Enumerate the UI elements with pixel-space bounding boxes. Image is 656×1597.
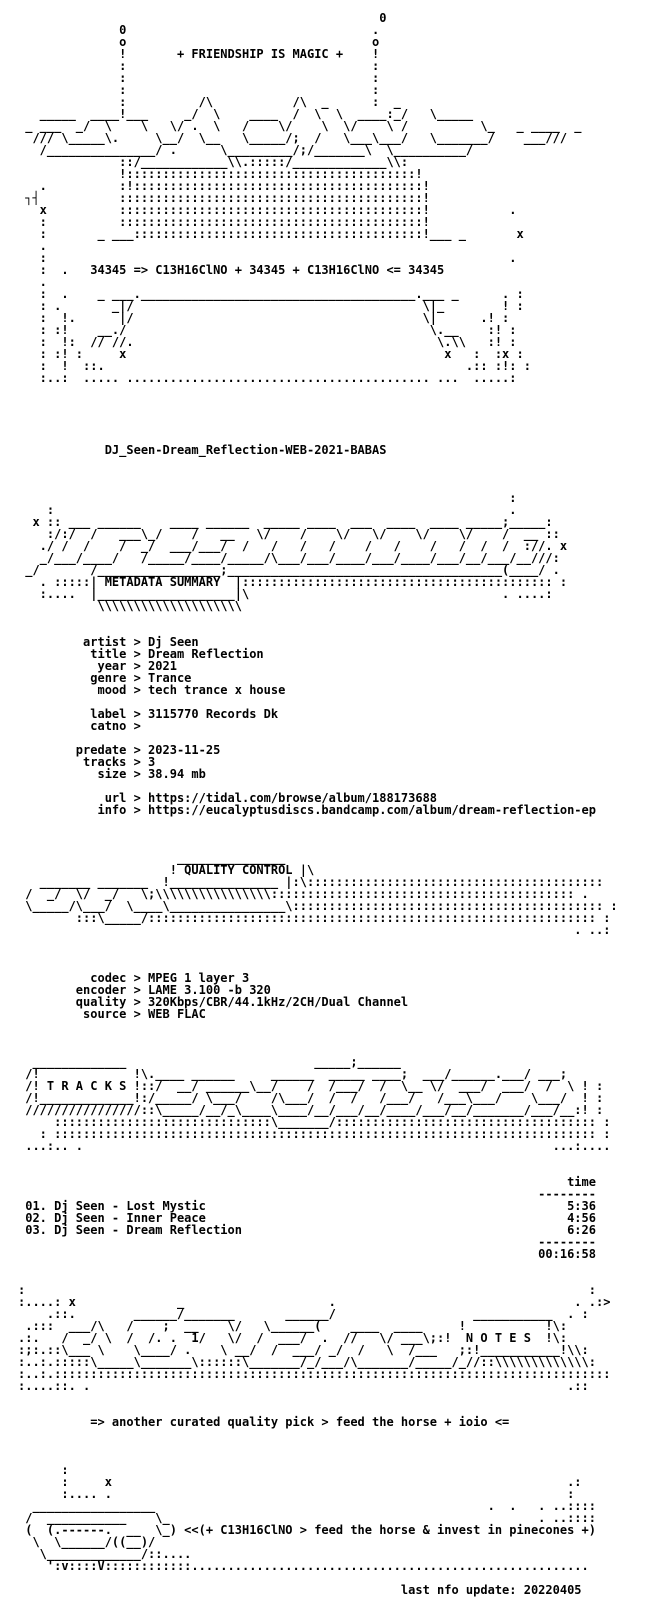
nfo-line: size > 38.94 mb xyxy=(18,767,206,781)
nfo-line: -------- xyxy=(18,1235,596,1249)
nfo-line: . ..: xyxy=(18,923,611,937)
nfo-line: : _ ___:::::::::::::::::::::::::::::::::… xyxy=(18,227,524,241)
nfo-line: ! + FRIENDSHIP IS MAGIC + ! xyxy=(18,47,380,61)
nfo-line: o o xyxy=(18,35,380,49)
nfo-line: : :! __./ \.__ :! : xyxy=(18,323,517,337)
nfo-line: ./ / / / _/ ___/___/ / / / / / / / / / /… xyxy=(18,539,568,553)
nfo-line: _ ___ _/ \ \ \/ . \ / \/ \ \/ \ / \_ _ _… xyxy=(18,119,582,133)
nfo-line: / ___________ \_ . ..:::: xyxy=(18,1511,596,1525)
nfo-line: :::\_____/::::::::::::::::::::::::::::::… xyxy=(18,911,611,925)
nfo-line: time xyxy=(18,1175,596,1189)
nfo-line: : : xyxy=(18,59,380,73)
nfo-line: . xyxy=(18,275,47,289)
nfo-line: DJ_Seen-Dream_Reflection-WEB-2021-BABAS xyxy=(18,443,387,457)
nfo-line: : . _|/ \|_ ! : xyxy=(18,299,524,313)
nfo-line: ┐┤ :::::::::::::::::::::::::::::::::::::… xyxy=(18,191,430,205)
nfo-line: _/___/____/ /_____/____/_____/\___/___/_… xyxy=(18,551,560,565)
nfo-line: : :! : x x : :x : xyxy=(18,347,524,361)
nfo-line: => another curated quality pick > feed t… xyxy=(18,1415,510,1429)
nfo-line: : ! ::. .:: :!: : xyxy=(18,359,531,373)
nfo-line: :.... . : xyxy=(18,1487,575,1501)
nfo-line: : : xyxy=(18,83,380,97)
nfo-line: ! QUALITY CONTROL |\ xyxy=(18,863,315,877)
nfo-line: .::: ___/\ / ; __ \/ \______( ____ ____ … xyxy=(18,1319,568,1333)
nfo-line: 02. Dj Seen - Inner Peace 4:56 xyxy=(18,1211,596,1225)
nfo-line: : ::::::::::::::::::::::::::::::::::::::… xyxy=(18,215,430,229)
nfo-line: :..:.:::::::::::::::::::::::::::::::::::… xyxy=(18,1367,611,1381)
nfo-line: : /\ /\ _ : _ xyxy=(18,95,401,109)
nfo-line: last nfo update: 20220405 xyxy=(18,1583,582,1597)
nfo-line: . :::::| METADATA SUMMARY |:::::::::::::… xyxy=(18,575,568,589)
nfo-line: :;:.::\___ \ \____/ . \ __/ / ___/ _/ / … xyxy=(18,1343,589,1357)
nfo-line: :/:/ / ___\_/ / __ \/ / \/ \/ \/ \/ / __… xyxy=(18,527,560,541)
nfo-line: -------- xyxy=(18,1187,596,1201)
nfo-line: : . xyxy=(18,251,517,265)
nfo-line: 01. Dj Seen - Lost Mystic 5:36 xyxy=(18,1199,596,1213)
nfo-line: :....: x _ . . .:> xyxy=(18,1295,611,1309)
nfo-line: : . 34345 => C13H16ClNO + 34345 + C13H16… xyxy=(18,263,445,277)
nfo-line: .::. ______/_______ ______/ ___________ … xyxy=(18,1307,589,1321)
nfo-line: \\\\\\\\\\\\\\\\\\\\ xyxy=(18,599,242,613)
nfo-line: artist > Dj Seen xyxy=(18,635,199,649)
nfo-line: ////////////////::\_____/__/_\____\____/… xyxy=(18,1103,604,1117)
nfo-line: info > https://eucalyptusdiscs.bandcamp.… xyxy=(18,803,596,817)
nfo-line: : xyxy=(18,1463,69,1477)
nfo-line: 0 . xyxy=(18,23,380,37)
nfo-text: 0 0 . o o ! + FRIENDSHIP IS MAGIC + ! : xyxy=(18,12,618,1596)
nfo-line: /! T R A C K S !::/ __/ ______\__/ / /__… xyxy=(18,1079,604,1093)
nfo-line: !:::::::::::::::::::::::::::::::::::::::… xyxy=(18,167,423,181)
nfo-line: : x .: xyxy=(18,1475,582,1489)
nfo-line: .:. / _/ \ / /. . 1/ \/ / ___/ . // \/ _… xyxy=(18,1331,568,1345)
nfo-line: _________________ . . . ..:::: xyxy=(18,1499,596,1513)
nfo-line: tracks > 3 xyxy=(18,755,156,769)
nfo-line: /!_____________!:/_____/ \___/ /\___/ / … xyxy=(18,1091,604,1105)
nfo-line: _____________ _____;______ xyxy=(18,1055,401,1069)
nfo-line: catno > xyxy=(18,719,141,733)
nfo-line: quality > 320Kbps/CBR/44.1kHz/2CH/Dual C… xyxy=(18,995,409,1009)
nfo-line: : xyxy=(18,491,517,505)
nfo-line: _______________ xyxy=(18,851,286,865)
nfo-line: /! !\.____ ______ ______ _____ ____; ___… xyxy=(18,1067,568,1081)
nfo-line: ::::::::::::::::::::::::::::::\_______/:… xyxy=(18,1115,611,1129)
nfo-line: year > 2021 xyxy=(18,659,177,673)
nfo-line: : . xyxy=(18,503,517,517)
nfo-line: 00:16:58 xyxy=(18,1247,596,1261)
nfo-line: . xyxy=(18,239,47,253)
nfo-line: 0 xyxy=(18,11,387,25)
nfo-line: ...:.. . ...:.... xyxy=(18,1139,611,1153)
nfo-line: : : xyxy=(18,1283,596,1297)
nfo-line: url > https://tidal.com/browse/album/188… xyxy=(18,791,438,805)
nfo-line: x :: ___ ______ ____ ______ _____ ____ _… xyxy=(18,515,553,529)
nfo-line: x ::::::::::::::::::::::::::::::::::::::… xyxy=(18,203,517,217)
nfo-line: :.... |___________________|\ . ....: xyxy=(18,587,553,601)
nfo-line: codec > MPEG 1 layer 3 xyxy=(18,971,250,985)
nfo-line: _______ _______ !_______________ |:\::::… xyxy=(18,875,604,889)
nfo-line: encoder > LAME 3.100 -b 320 xyxy=(18,983,271,997)
nfo-line: :..: ..... .............................… xyxy=(18,371,517,385)
nfo-line: \_____/\___/ \____\________________\::::… xyxy=(18,899,618,913)
nfo-line: title > Dream Reflection xyxy=(18,647,264,661)
nfo-line: mood > tech trance x house xyxy=(18,683,286,697)
nfo-line: : !: // //. \.\\ :! : xyxy=(18,335,517,349)
nfo-line: :....::. . .:: xyxy=(18,1379,589,1393)
nfo-line: predate > 2023-11-25 xyxy=(18,743,221,757)
nfo-line: 03. Dj Seen - Dream Reflection 6:26 xyxy=(18,1223,596,1237)
nfo-line: _/ /_________________;__________________… xyxy=(18,563,560,577)
nfo-line: label > 3115770 Records Dk xyxy=(18,707,279,721)
nfo-line: : !. |/ \| .! : xyxy=(18,311,510,325)
nfo-line: /// \_____\. \__/ \__ \_____/; / \___\__… xyxy=(18,131,568,145)
nfo-line: _____ ____!___ _/ \ ____ / \ \ ____:_/ \… xyxy=(18,107,474,121)
nfo-line: /_______________/ . \_________/;/_______… xyxy=(18,143,474,157)
nfo-line: : . _ ___.______________________________… xyxy=(18,287,524,301)
nfo-line: . :!::::::::::::::::::::::::::::::::::::… xyxy=(18,179,430,193)
nfo-line: :..:.:::::\_____\_______\::::::\_______/… xyxy=(18,1355,596,1369)
nfo-line: : : xyxy=(18,71,380,85)
nfo-line: source > WEB FLAC xyxy=(18,1007,206,1021)
nfo-line: ::/____________\\.:::::/_____________\\: xyxy=(18,155,409,169)
nfo-line: ':v::::V::::::::::::....................… xyxy=(18,1559,589,1573)
nfo-line: : ::::::::::::::::::::::::::::::::::::::… xyxy=(18,1127,611,1141)
nfo-line: genre > Trance xyxy=(18,671,192,685)
nfo-line: / _/ \/ _/ \;\\\\\\\\\\\\\\\\:::::::::::… xyxy=(18,887,589,901)
